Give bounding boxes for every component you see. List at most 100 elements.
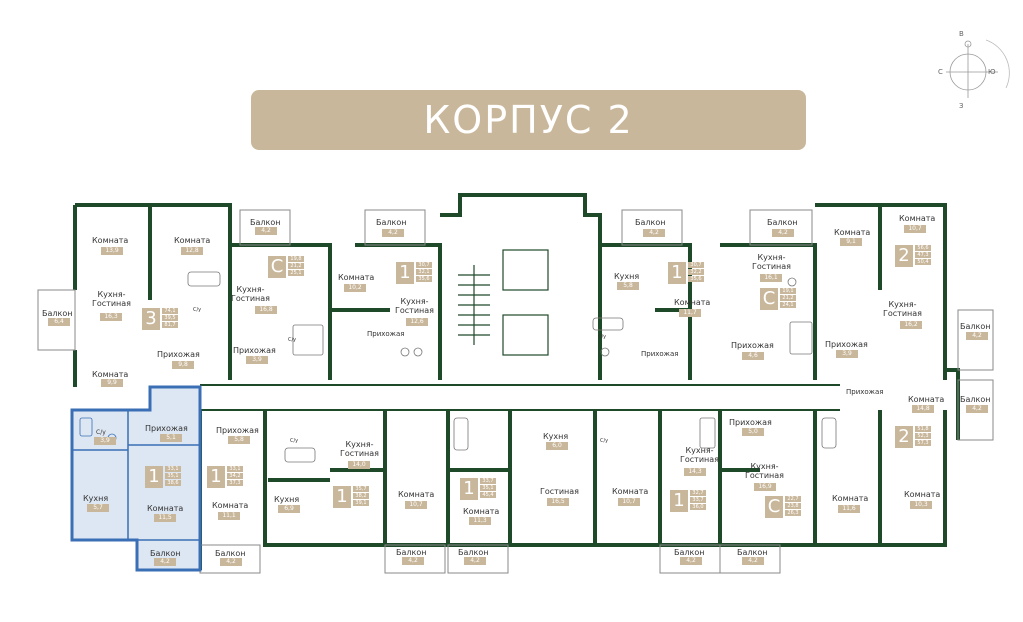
room-label: Комната: [904, 490, 941, 499]
room-label: Балкон: [376, 218, 407, 227]
room-area: 16,8: [255, 306, 277, 314]
apartment-rooms-number: 3: [142, 308, 160, 330]
selected-hall-label: Прихожая: [145, 424, 188, 433]
room-label: Комната: [899, 214, 936, 223]
apartment-rooms-number: 1: [396, 262, 414, 284]
room-area: 4,2: [464, 557, 486, 565]
room-area: 16,5: [547, 498, 569, 506]
room-area: 4,2: [966, 405, 988, 413]
room-label: Комната: [92, 236, 129, 245]
room-area: 4,2: [680, 557, 702, 565]
room-label: Балкон: [42, 309, 73, 318]
room-label: Балкон: [960, 395, 991, 404]
compass-icon: [946, 39, 1010, 98]
room-area: 5,8: [228, 436, 250, 444]
selected-balcony-area: 4,2: [154, 558, 176, 566]
room-label: Кухня- Гостиная: [752, 253, 791, 271]
selected-kitchen-area: 5,7: [87, 504, 109, 512]
room-area: 11,6: [838, 505, 860, 513]
room-label: Балкон: [960, 322, 991, 331]
selected-apartment-outline[interactable]: [70, 385, 202, 572]
room-area: 10,7: [904, 225, 926, 233]
room-label: Комната: [463, 507, 500, 516]
bathroom-label: С/у: [288, 337, 297, 343]
selected-room-label: Комната: [147, 504, 184, 513]
room-label: Кухня- Гостиная: [340, 440, 379, 458]
room-label: Кухня: [614, 272, 640, 281]
room-label: Прихожая: [157, 350, 200, 359]
compass-south: З: [959, 102, 964, 110]
room-area: 5,8: [617, 282, 639, 290]
selected-apartment-badge: 1 33,1 35,1 38,6: [145, 466, 181, 488]
room-label: Прихожая: [216, 426, 259, 435]
room-area: 10,7: [405, 501, 427, 509]
room-area: 13,9: [101, 247, 123, 255]
room-label: Гостиная: [540, 487, 579, 496]
room-label: Комната: [832, 494, 869, 503]
room-area: 4,6: [742, 352, 764, 360]
room-area: 16,2: [900, 321, 922, 329]
selected-room-area: 11,5: [154, 514, 176, 522]
room-label: Прихожая: [233, 346, 276, 355]
room-area: 14,3: [684, 468, 706, 476]
bathroom-label: С/у: [290, 438, 299, 444]
room-area: 11,7: [679, 309, 701, 317]
room-area: 3,9: [836, 350, 858, 358]
room-label: Комната: [674, 298, 711, 307]
room-area: 11,1: [218, 512, 240, 520]
room-label: Прихожая: [731, 341, 774, 350]
room-label: Комната: [398, 490, 435, 499]
room-area: 10,3: [910, 501, 932, 509]
room-label: Прихожая: [367, 330, 405, 338]
room-label: Комната: [174, 236, 211, 245]
room-area: 9,8: [172, 361, 194, 369]
room-area: 4,2: [255, 227, 277, 235]
room-area: 10,2: [344, 284, 366, 292]
room-label: Кухня- Гостиная: [231, 285, 270, 303]
room-label: Прихожая: [846, 388, 884, 396]
room-label: Балкон: [674, 548, 705, 557]
apartment-rooms-number: С: [268, 256, 286, 278]
room-label: Кухня- Гостиная: [92, 290, 131, 308]
room-label: Комната: [834, 228, 871, 237]
room-area: 11,3: [469, 517, 491, 525]
room-label: Прихожая: [825, 340, 868, 349]
room-label: Комната: [212, 501, 249, 510]
apartment-rooms-number: 2: [895, 245, 913, 267]
room-area: 5,0: [742, 428, 764, 436]
room-label: Комната: [612, 487, 649, 496]
room-label: Кухня: [274, 495, 300, 504]
room-area: 4,2: [382, 229, 404, 237]
building-title-banner: КОРПУС 2: [251, 90, 806, 150]
compass-east: Ю: [988, 68, 996, 76]
room-label: Балкон: [396, 548, 427, 557]
room-area: 12,6: [406, 318, 428, 326]
room-area: 16,9: [754, 483, 776, 491]
room-label: Кухня: [543, 432, 569, 441]
room-area: 16,3: [100, 313, 122, 321]
selected-hall-area: 5,1: [160, 434, 182, 442]
compass-rose: В З С Ю: [938, 30, 1016, 110]
room-label: Комната: [92, 370, 129, 379]
room-area: 9,9: [101, 379, 123, 387]
apartment-stat: 38,6: [165, 480, 181, 486]
room-label: Прихожая: [729, 418, 772, 427]
selected-kitchen-label: Кухня: [83, 494, 109, 503]
room-area: 4,2: [643, 229, 665, 237]
room-area: 4,2: [402, 557, 424, 565]
selected-bath-label: С/у: [96, 429, 106, 436]
